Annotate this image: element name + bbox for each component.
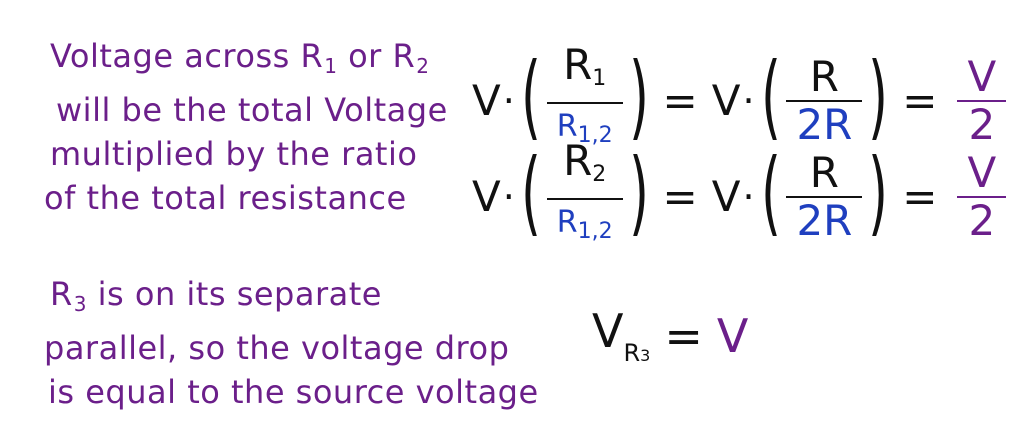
eq2-frac1-num-r: R [563, 136, 593, 185]
eq2-right-paren-2: ) [868, 138, 889, 246]
eq1-right-paren: ) [628, 42, 649, 150]
note1-line-1-sub1: 1 [324, 54, 338, 78]
eq2-v2: V [711, 172, 741, 221]
eq2-left-paren-2: ( [760, 138, 781, 246]
eq1-result-den: 2 [968, 99, 996, 149]
eq2-v: V [472, 172, 501, 221]
eq1-dot: · [502, 78, 515, 123]
note2-line-1: R3 is on its separate [50, 272, 539, 326]
eq2-frac2-den: 2R [796, 195, 853, 245]
equation-r3: VR3 = V [592, 304, 748, 367]
eq2-frac2-num: R [809, 147, 839, 197]
note-voltage-ratio: Voltage across R1 or R2 will be the tota… [44, 34, 448, 220]
eq1-fraction-1: R1 R1,2 [546, 42, 623, 159]
eq2-frac1-den-r: R [556, 205, 578, 240]
eq2-result: V 2 [957, 147, 1007, 245]
eq1-dot-2: · [742, 78, 755, 123]
eq1-left-paren: ( [520, 42, 541, 150]
note2-line-1-r: R [50, 275, 73, 313]
note1-line-1-text: Voltage across R [50, 37, 324, 75]
eq2-frac1-num-sub: 2 [592, 162, 607, 187]
note1-line-1-sub2: 2 [416, 54, 430, 78]
eq1-frac1-num-sub: 1 [592, 66, 607, 91]
equation-r1: V · ( R1 R1,2 ) = V · ( R 2R ) = V 2 [472, 42, 1012, 159]
note1-line-1: Voltage across R1 or R2 [50, 34, 448, 88]
eq2-left-paren: ( [520, 138, 541, 246]
note1-line-3: multiplied by the ratio [50, 135, 418, 173]
eq1-v2: V [711, 76, 741, 125]
eq2-frac2-bar [786, 195, 863, 198]
eq1-frac2-bar [786, 99, 863, 102]
eq3-equals: = [664, 308, 703, 363]
note2-line-2: parallel, so the voltage drop [44, 329, 510, 367]
eq3-sub: R3 [623, 339, 650, 367]
eq1-left-paren-2: ( [760, 42, 781, 150]
eq2-fraction-1: R2 R1,2 [546, 138, 623, 255]
eq2-result-bar [957, 195, 1007, 198]
eq1-frac2-num: R [809, 51, 839, 101]
eq1-v: V [472, 76, 501, 125]
eq1-frac1-den-r: R [556, 109, 578, 144]
eq3-v: V [592, 304, 624, 358]
note2-line-1-text: is on its separate [86, 275, 382, 313]
eq3-sub-r: R [623, 339, 641, 367]
eq1-frac2-den: 2R [796, 99, 853, 149]
eq2-result-num: V [967, 147, 997, 197]
eq2-frac1-den: R1,2 [547, 200, 623, 255]
eq1-right-paren-2: ) [868, 42, 889, 150]
eq2-dot-2: · [742, 174, 755, 219]
note1-line-1-mid: or R [337, 37, 416, 75]
eq2-dot: · [502, 174, 515, 219]
equation-r2: V · ( R2 R1,2 ) = V · ( R 2R ) = V 2 [472, 138, 1012, 255]
eq3-sub-n: 3 [640, 346, 651, 365]
note2-line-1-sub: 3 [73, 292, 87, 316]
eq2-result-den: 2 [968, 195, 996, 245]
note1-line-2: will be the total Voltage [56, 91, 448, 129]
eq1-equals-2: = [902, 76, 938, 125]
eq1-frac1-den-sub: 1,2 [577, 123, 613, 148]
eq1-frac1-num-r: R [563, 40, 593, 89]
note2-line-3: is equal to the source voltage [48, 373, 539, 411]
eq3-v-r3: VR3 [592, 304, 650, 367]
eq2-frac1-bar [546, 198, 623, 200]
eq2-right-paren: ) [628, 138, 649, 246]
eq1-equals-1: = [662, 76, 698, 125]
eq1-frac1-den: R1,2 [547, 104, 623, 159]
eq2-equals-2: = [902, 172, 938, 221]
eq2-frac1-num: R2 [553, 138, 616, 198]
eq2-frac1-den-sub: 1,2 [577, 219, 613, 244]
eq1-result-bar [957, 99, 1007, 102]
note-r3-parallel: R3 is on its separate parallel, so the v… [44, 272, 539, 414]
note1-line-4: of the total resistance [44, 179, 407, 217]
eq2-fraction-2: R 2R [786, 147, 863, 245]
eq1-frac1-bar [546, 102, 623, 104]
eq1-frac1-num: R1 [553, 42, 616, 102]
eq1-result-num: V [967, 51, 997, 101]
eq3-rhs: V [716, 308, 749, 363]
eq2-equals-1: = [662, 172, 698, 221]
eq1-result: V 2 [957, 51, 1007, 149]
eq1-fraction-2: R 2R [786, 51, 863, 149]
